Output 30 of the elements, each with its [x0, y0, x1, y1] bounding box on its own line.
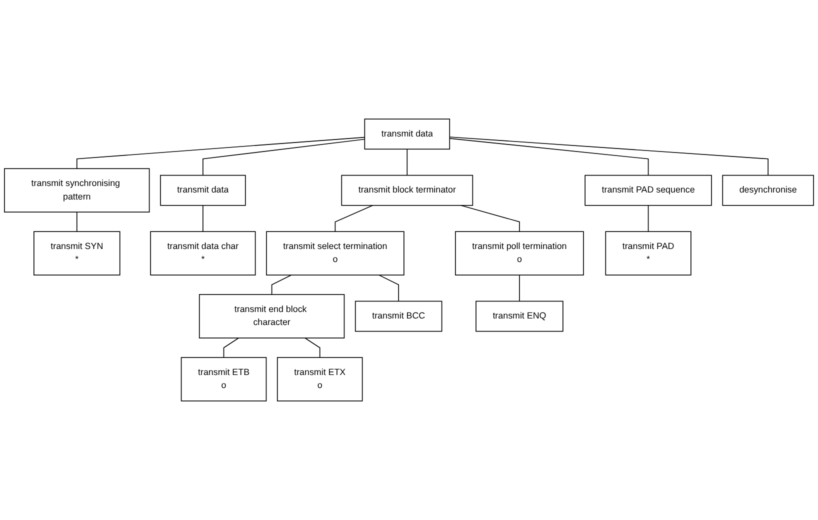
node-box: transmit select termination o	[266, 231, 404, 276]
connector	[449, 138, 649, 176]
connector	[202, 138, 366, 176]
node-box: transmit SYN *	[34, 231, 120, 276]
node-box: transmit ETX o	[276, 357, 363, 402]
node-box: transmit block terminator	[341, 174, 474, 206]
node-box: transmit data char *	[150, 231, 256, 276]
connector	[304, 338, 320, 358]
connector	[334, 204, 374, 232]
connector	[271, 274, 292, 295]
connector	[449, 136, 768, 176]
node-box: transmit end block character	[198, 294, 345, 338]
connector	[519, 274, 520, 302]
node-box: desynchronise	[722, 174, 814, 206]
node-box: transmit poll termination o	[455, 231, 584, 276]
node-box: transmit BCC	[354, 300, 442, 332]
connector	[406, 148, 408, 176]
node-box: transmit synchronising pattern	[4, 168, 150, 212]
node-box: transmit ETB o	[180, 357, 267, 402]
node-box: transmit ENQ	[476, 300, 564, 332]
node-box: transmit data	[160, 174, 246, 206]
connector	[76, 136, 366, 170]
connector	[648, 204, 649, 232]
node-box: transmit PAD sequence	[584, 174, 712, 206]
node-box: transmit PAD *	[605, 231, 692, 276]
connector	[202, 204, 204, 232]
connector	[460, 204, 520, 232]
connector	[76, 212, 78, 232]
connector	[223, 338, 240, 358]
node-box: transmit data	[364, 118, 450, 150]
